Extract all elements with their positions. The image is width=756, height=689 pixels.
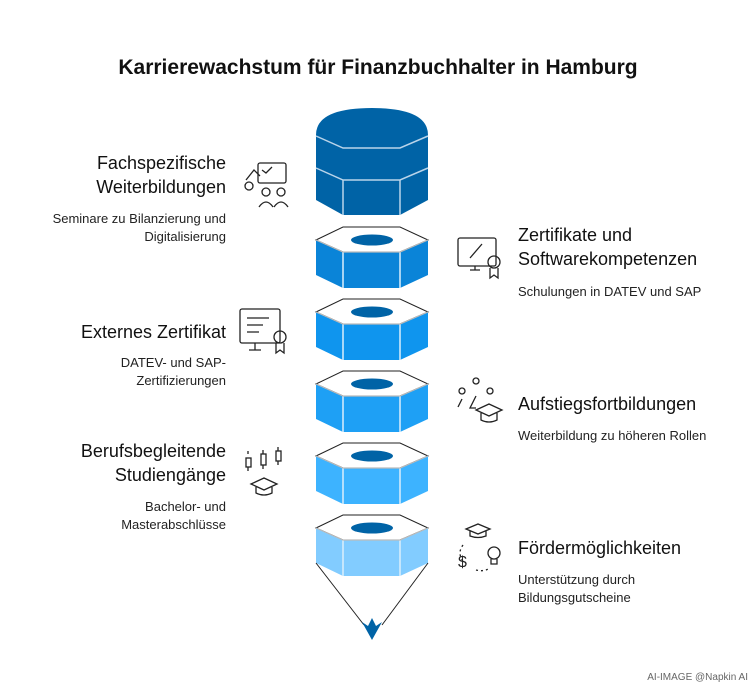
svg-text:$: $	[458, 554, 467, 571]
page-title: Karrierewachstum für Finanzbuchhalter in…	[118, 56, 638, 79]
desc-foerder: Unterstützung durch Bildungsgutscheine	[518, 572, 636, 605]
certificate-document-icon	[239, 308, 287, 355]
desc-aufstieg: Weiterbildung zu höheren Rollen	[518, 428, 707, 443]
desc-fachspezifische: Seminare zu Bilanzierung und Digitalisie…	[52, 211, 226, 244]
pencil-segment-3	[314, 370, 430, 432]
segment-hole	[351, 522, 393, 534]
heading-fachspezifische: Fachspezifische Weiterbildungen	[96, 153, 226, 197]
desc-externes-zertifikat: DATEV- und SAP-Zertifizierungen	[120, 355, 226, 388]
graduation-network-icon	[457, 377, 504, 423]
watermark: AI-IMAGE @Napkin AI	[647, 672, 748, 683]
pencil-segment-2	[314, 298, 430, 360]
pencil-tip	[315, 562, 429, 640]
pencil-segment-5	[314, 514, 430, 576]
heading-foerder: Fördermöglichkeiten	[518, 538, 682, 558]
pencil-segment-4	[314, 442, 430, 504]
pencil-eraser-cap	[315, 108, 429, 215]
heading-aufstieg: Aufstiegsfortbildungen	[518, 394, 697, 414]
segment-hole	[351, 306, 393, 318]
heading-externes-zertifikat: Externes Zertifikat	[80, 322, 226, 342]
presentation-people-icon	[244, 162, 289, 208]
desc-zertifikate: Schulungen in DATEV und SAP	[518, 284, 702, 299]
heading-zertifikate: Zertifikate und Softwarekompetenzen	[518, 225, 698, 269]
graduation-chart-icon	[245, 447, 282, 496]
desc-berufsbegleitend: Bachelor- und Masterabschlüsse	[121, 499, 226, 532]
certificate-monitor-icon	[457, 237, 501, 280]
segment-hole	[351, 234, 393, 246]
funding-idea-icon: $	[458, 523, 501, 572]
segment-hole	[351, 450, 393, 462]
heading-berufsbegleitend: Berufsbegleitende Studiengänge	[80, 441, 226, 485]
pencil-segment-1	[314, 226, 430, 288]
segment-hole	[351, 378, 393, 390]
